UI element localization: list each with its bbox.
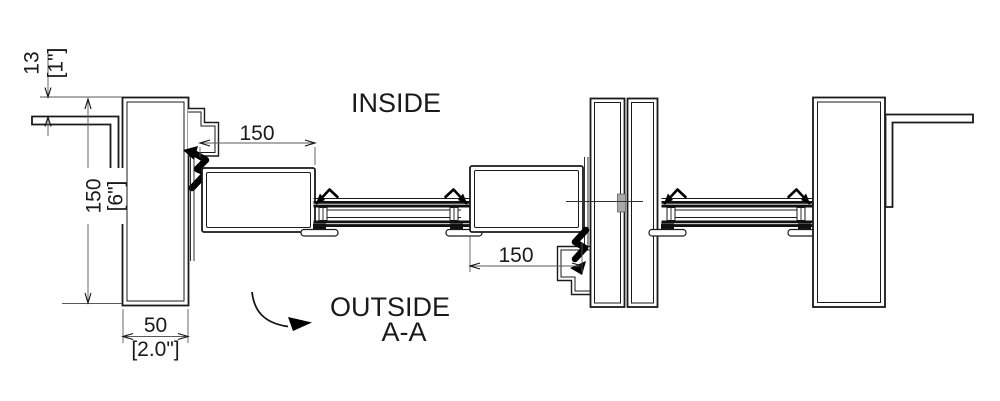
center-mullion — [566, 97, 659, 308]
left-glazing-bead — [188, 107, 220, 157]
dim-frame-depth: 150 [6"] — [62, 97, 128, 305]
dim-bottom-offset-label: 150 — [498, 244, 533, 267]
dim-bottom-offset: 150 — [468, 236, 584, 272]
center-glazing-bead — [556, 245, 590, 296]
outside-label: OUTSIDE — [330, 292, 450, 322]
mullion-joint — [617, 193, 626, 213]
dim-frame-width-in-label: [2.0"] — [131, 338, 179, 361]
dim-frame-width-mm-label: 50 — [144, 314, 167, 337]
glazing-unit-right — [648, 188, 826, 237]
curved-arrow-icon — [251, 291, 312, 331]
dim-wall-offset: 13 [1"] — [21, 48, 122, 136]
inside-label: INSIDE — [351, 88, 441, 118]
right-wall — [884, 113, 974, 208]
dim-top-offset: 150 — [198, 122, 317, 165]
section-label: A-A — [381, 317, 426, 347]
sash-frame-right — [469, 165, 584, 233]
sash-frame-left — [201, 167, 316, 233]
dim-wall-offset-mm-label: 13 — [21, 51, 44, 74]
left-sash-channel — [190, 157, 195, 261]
dim-top-offset-label: 150 — [239, 122, 274, 145]
dim-frame-width: 50 [2.0"] — [121, 309, 190, 361]
dim-wall-offset-in-label: [1"] — [45, 48, 68, 79]
dim-frame-depth-mm-label: 150 — [83, 178, 106, 213]
glazing-unit-left — [300, 188, 483, 237]
left-jamb-frame — [121, 96, 190, 307]
mullion-sash-channel — [584, 157, 589, 261]
right-jamb-frame — [812, 96, 886, 308]
dim-frame-depth-in-label: [6"] — [105, 181, 128, 212]
